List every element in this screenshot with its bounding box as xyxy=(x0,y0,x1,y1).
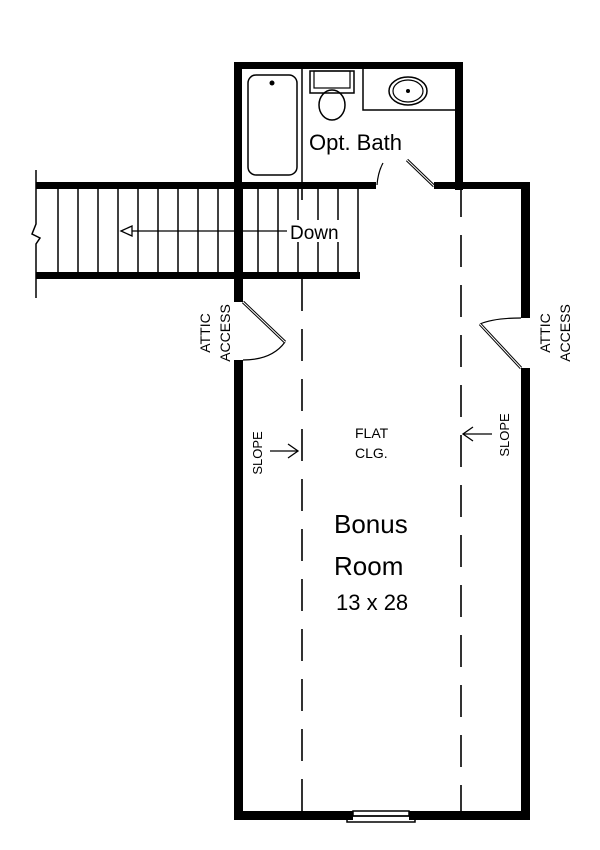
bonus-right-wall-upper xyxy=(521,182,530,318)
room-name-line2: Room xyxy=(334,551,403,581)
arrow-right-icon xyxy=(287,443,300,459)
bath-door-icon xyxy=(376,158,436,188)
attic-door-right-icon xyxy=(478,317,523,370)
attic-label-left: ATTIC ACCESS xyxy=(197,304,233,362)
bonus-right-wall-lower xyxy=(521,368,530,820)
attic-door-left-icon xyxy=(241,300,287,361)
stair-bottom-wall xyxy=(36,272,360,279)
svg-text:ATTIC: ATTIC xyxy=(537,313,553,352)
attic-label-right: ATTIC ACCESS xyxy=(537,304,573,362)
ceiling-label-line2: CLG. xyxy=(355,445,388,461)
sink-icon xyxy=(362,69,455,111)
bath-left-wall xyxy=(234,62,242,190)
bath-right-wall xyxy=(455,62,463,190)
break-line-icon xyxy=(31,170,42,298)
svg-text:ACCESS: ACCESS xyxy=(557,304,573,362)
arrow-left-icon xyxy=(119,224,133,238)
bonus-left-wall-upper xyxy=(234,272,243,302)
slope-marker-left: SLOPE xyxy=(250,431,300,475)
svg-text:SLOPE: SLOPE xyxy=(250,431,265,475)
svg-text:ATTIC: ATTIC xyxy=(197,313,213,352)
room-name-line1: Bonus xyxy=(334,509,408,539)
stairs: Down xyxy=(31,170,376,298)
bonus-top-wall xyxy=(434,182,530,189)
toilet-icon xyxy=(309,70,355,121)
bath-top-wall xyxy=(234,62,462,69)
arrow-left-icon xyxy=(461,426,474,442)
bath-label: Opt. Bath xyxy=(309,130,402,155)
ceiling-label-line1: FLAT xyxy=(355,425,389,441)
bathroom: Opt. Bath xyxy=(234,62,463,190)
svg-text:ACCESS: ACCESS xyxy=(217,304,233,362)
slope-marker-right: SLOPE xyxy=(461,413,512,457)
bathtub-icon xyxy=(247,69,303,183)
stair-label: Down xyxy=(290,223,339,244)
bonus-room xyxy=(234,182,530,823)
stair-top-wall xyxy=(36,182,376,189)
window-icon xyxy=(346,809,416,823)
svg-text:SLOPE: SLOPE xyxy=(497,413,512,457)
room-dimensions: 13 x 28 xyxy=(336,590,408,615)
stair-divider-wall xyxy=(234,182,243,282)
bonus-left-wall-lower xyxy=(234,360,243,820)
